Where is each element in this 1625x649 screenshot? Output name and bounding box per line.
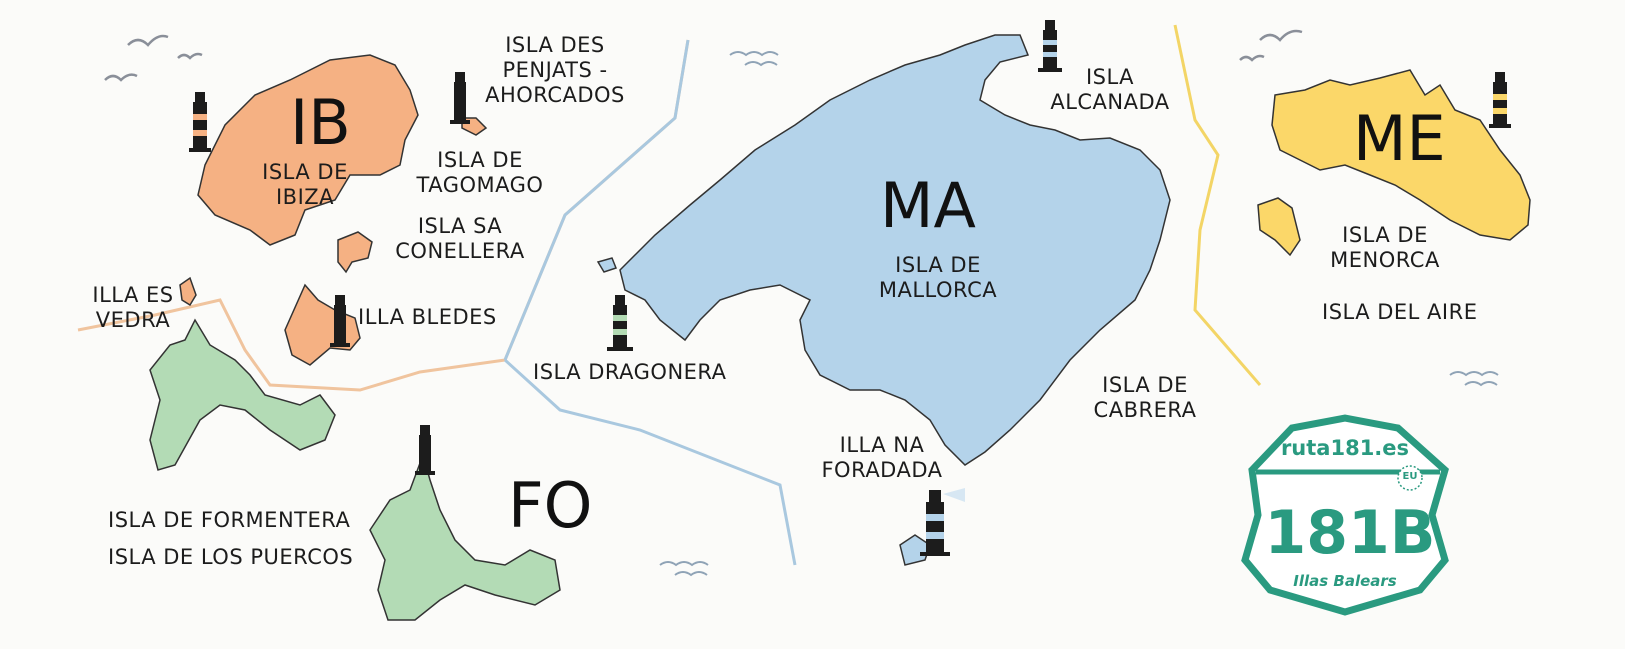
label-cabrera: ISLA DE CABRERA [1093, 373, 1197, 422]
region-code-mallorca: MA [880, 169, 976, 242]
divider-south [503, 358, 797, 566]
island-dragonera [596, 257, 617, 273]
seagull-icon [104, 29, 1303, 82]
divider-west [503, 39, 690, 361]
label-mallorca: ISLA DE MALLORCA [878, 253, 998, 302]
wave-icon [659, 51, 1499, 577]
shield-eu-badge: EU [1402, 471, 1418, 482]
island-espalmador [149, 318, 336, 471]
island-aire [1257, 197, 1301, 257]
island-menorca [1271, 69, 1531, 241]
lighthouse-icon [189, 20, 1511, 556]
island-conellera [337, 231, 373, 274]
label-menorca: ISLA DE MENORCA [1330, 223, 1440, 272]
region-code-menorca: ME [1353, 102, 1446, 175]
label-formentera: ISLA DE FORMENTERA [108, 508, 351, 532]
region-code-ibiza: IB [290, 86, 351, 159]
island-bledes [284, 283, 361, 366]
divider-menorca [1173, 24, 1262, 386]
island-ibiza [197, 54, 419, 246]
label-aire: ISLA DEL AIRE [1322, 300, 1478, 324]
shield-top-text: ruta181.es [1280, 436, 1410, 460]
region-code-formentera: FO [508, 469, 593, 542]
label-puercos: ISLA DE LOS PUERCOS [108, 545, 354, 569]
label-penjats: ISLA DES PENJATS - AHORCADOS [485, 33, 625, 107]
route-shield-icon [1241, 414, 1449, 616]
label-tagomago: ISLA DE TAGOMAGO [416, 148, 544, 197]
label-vedra: ILLA ES VEDRA [92, 283, 174, 332]
island-formentera [369, 452, 561, 621]
shield-number: 181B [1264, 498, 1436, 568]
label-ibiza: ISLA DE IBIZA [262, 160, 348, 209]
island-mallorca [619, 34, 1171, 466]
island-vedra [179, 276, 197, 307]
island-cabrera-area [899, 534, 931, 566]
label-dragonera: ISLA DRAGONERA [533, 360, 727, 384]
label-bledes: ILLA BLEDES [358, 305, 497, 329]
label-alcanada: ISLA ALCANADA [1050, 65, 1170, 114]
shield-bottom-text: Illas Balears [1293, 572, 1397, 590]
label-conellera: ISLA SA CONELLERA [395, 214, 525, 263]
label-foradada: ILLA NA FORADADA [821, 433, 943, 482]
